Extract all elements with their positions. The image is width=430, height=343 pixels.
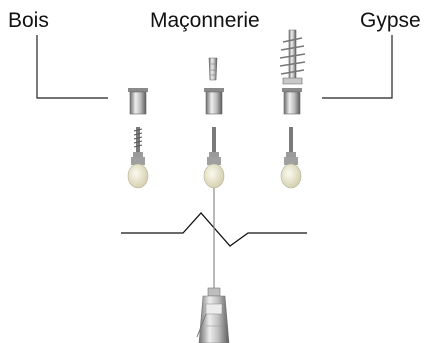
light-bulb-icon bbox=[127, 157, 149, 189]
ceiling-break-line bbox=[121, 212, 307, 247]
ceiling-fixture-icon bbox=[196, 287, 230, 343]
light-bulb-icon bbox=[203, 157, 225, 189]
drywall-leader-line bbox=[322, 35, 393, 99]
screw-icon bbox=[209, 127, 219, 157]
wood-leader-line bbox=[36, 35, 108, 99]
spiral-drywall-anchor-icon bbox=[279, 29, 306, 85]
metal-sleeve-icon bbox=[128, 88, 148, 115]
wall-plug-icon bbox=[208, 57, 218, 81]
label-drywall: Gypse bbox=[360, 9, 421, 32]
screw-icon bbox=[133, 127, 143, 157]
screw-icon bbox=[286, 127, 296, 157]
metal-sleeve-icon bbox=[282, 88, 302, 115]
light-bulb-icon bbox=[280, 157, 302, 189]
metal-sleeve-icon bbox=[204, 88, 224, 115]
label-masonry: Maçonnerie bbox=[150, 9, 260, 32]
label-wood: Bois bbox=[8, 9, 49, 32]
